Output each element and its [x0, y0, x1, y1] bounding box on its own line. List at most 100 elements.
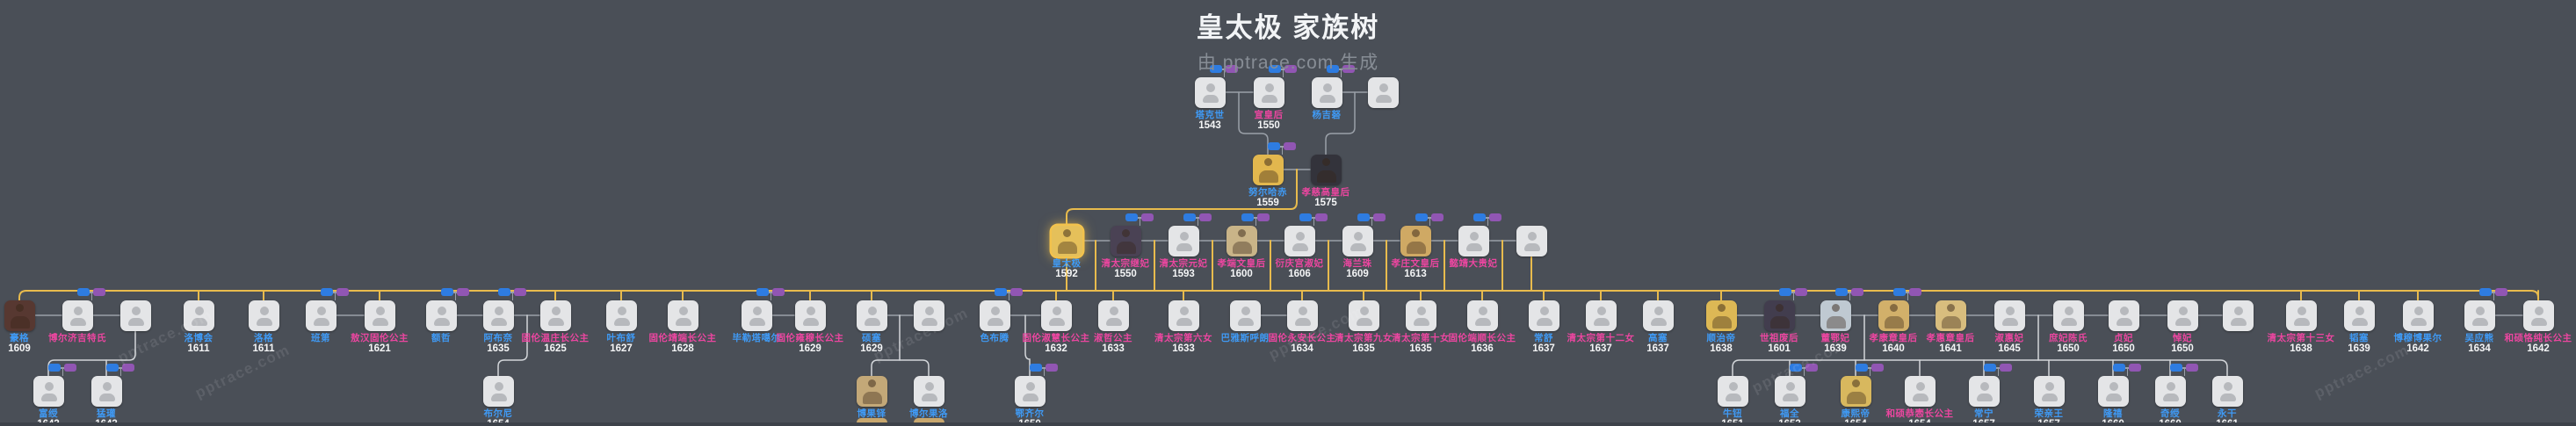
person-node[interactable] [1342, 226, 1373, 256]
expand-pill-blue-icon[interactable] [1030, 364, 1042, 372]
expand-pill-purple-icon[interactable] [93, 288, 105, 296]
expand-pill-blue-icon[interactable] [1299, 213, 1312, 221]
person-node[interactable] [1368, 77, 1399, 108]
expand-pill-blue-icon[interactable] [1893, 288, 1906, 296]
expand-pill-purple-icon[interactable] [1871, 364, 1884, 372]
expand-pill-blue-icon[interactable] [1856, 364, 1868, 372]
expand-pill-blue-icon[interactable] [106, 364, 119, 372]
person-node[interactable] [1529, 300, 1559, 331]
expand-pill-blue-icon[interactable] [1268, 142, 1280, 150]
expand-pill-purple-icon[interactable] [1257, 213, 1270, 221]
expand-pill-blue-icon[interactable] [1357, 213, 1370, 221]
person-node[interactable] [1458, 226, 1489, 256]
expand-pill-blue-icon[interactable] [1327, 65, 1339, 73]
expand-pill-purple-icon[interactable] [2495, 288, 2507, 296]
person-node[interactable] [1718, 376, 1748, 407]
expand-pill-purple-icon[interactable] [1431, 213, 1444, 221]
expand-pill-purple-icon[interactable] [1851, 288, 1863, 296]
expand-pill-purple-icon[interactable] [457, 288, 469, 296]
person-node[interactable] [62, 300, 93, 331]
person-node[interactable] [1226, 226, 1257, 256]
expand-pill-blue-icon[interactable] [48, 364, 61, 372]
person-node[interactable] [914, 300, 944, 331]
person-node[interactable] [1516, 226, 1547, 256]
person-node[interactable] [33, 376, 64, 407]
expand-pill-purple-icon[interactable] [64, 364, 76, 372]
expand-pill-purple-icon[interactable] [772, 288, 785, 296]
person-node[interactable] [365, 300, 395, 331]
person-node[interactable] [2155, 376, 2186, 407]
expand-pill-blue-icon[interactable] [1125, 213, 1138, 221]
person-node[interactable] [1841, 376, 1871, 407]
person-node[interactable] [1706, 300, 1737, 331]
expand-pill-purple-icon[interactable] [1805, 364, 1818, 372]
person-node[interactable] [2223, 300, 2254, 331]
expand-pill-purple-icon[interactable] [1342, 65, 1355, 73]
expand-pill-purple-icon[interactable] [1284, 65, 1297, 73]
person-node[interactable] [2098, 376, 2129, 407]
person-node[interactable] [1969, 376, 2000, 407]
person-node[interactable] [540, 300, 571, 331]
expand-pill-blue-icon[interactable] [756, 288, 769, 296]
person-node[interactable] [1111, 226, 1141, 256]
expand-pill-purple-icon[interactable] [1046, 364, 1058, 372]
expand-pill-purple-icon[interactable] [2129, 364, 2141, 372]
person-node[interactable] [742, 300, 772, 331]
person-node[interactable] [483, 300, 514, 331]
expand-pill-blue-icon[interactable] [1415, 213, 1428, 221]
person-node[interactable] [1775, 376, 1805, 407]
expand-pill-purple-icon[interactable] [1226, 65, 1238, 73]
person-node[interactable] [1905, 376, 1936, 407]
person-node[interactable] [1284, 226, 1315, 256]
person-node[interactable] [120, 300, 151, 331]
person-node[interactable] [1230, 300, 1261, 331]
person-node[interactable] [668, 300, 698, 331]
person-node[interactable] [606, 300, 637, 331]
person-node[interactable] [2053, 300, 2084, 331]
person-node[interactable] [1349, 300, 1379, 331]
person-node[interactable] [1052, 226, 1082, 256]
person-node[interactable] [857, 376, 887, 407]
person-node[interactable] [426, 300, 457, 331]
person-node[interactable] [980, 300, 1010, 331]
person-node[interactable] [1098, 300, 1129, 331]
expand-pill-purple-icon[interactable] [1795, 288, 1807, 296]
person-node[interactable] [1820, 300, 1851, 331]
expand-pill-purple-icon[interactable] [122, 364, 134, 372]
expand-pill-blue-icon[interactable] [441, 288, 453, 296]
person-node[interactable] [184, 300, 214, 331]
person-node[interactable] [2167, 300, 2198, 331]
expand-pill-blue-icon[interactable] [1835, 288, 1848, 296]
expand-pill-blue-icon[interactable] [1210, 65, 1222, 73]
person-node[interactable] [2344, 300, 2375, 331]
expand-pill-purple-icon[interactable] [1284, 142, 1296, 150]
person-node[interactable] [2109, 300, 2139, 331]
expand-pill-blue-icon[interactable] [995, 288, 1007, 296]
person-node[interactable] [1253, 155, 1284, 185]
person-node[interactable] [2523, 300, 2554, 331]
expand-pill-purple-icon[interactable] [514, 288, 526, 296]
person-node[interactable] [306, 300, 336, 331]
person-node[interactable] [1041, 300, 1072, 331]
expand-pill-blue-icon[interactable] [2479, 288, 2492, 296]
person-node[interactable] [2464, 300, 2495, 331]
expand-pill-purple-icon[interactable] [1199, 213, 1212, 221]
person-node[interactable] [795, 300, 826, 331]
expand-pill-blue-icon[interactable] [1241, 213, 1254, 221]
person-node[interactable] [91, 376, 122, 407]
person-node[interactable] [1195, 77, 1226, 108]
person-node[interactable] [1406, 300, 1436, 331]
person-node[interactable] [1169, 226, 1199, 256]
person-node[interactable] [1994, 300, 2025, 331]
person-node[interactable] [1287, 300, 1318, 331]
person-node[interactable] [1586, 300, 1617, 331]
expand-pill-blue-icon[interactable] [77, 288, 90, 296]
person-node[interactable] [1764, 300, 1795, 331]
person-node[interactable] [483, 376, 514, 407]
person-node[interactable] [1936, 300, 1966, 331]
expand-pill-purple-icon[interactable] [1373, 213, 1386, 221]
person-node[interactable] [2286, 300, 2317, 331]
expand-pill-purple-icon[interactable] [2186, 364, 2198, 372]
expand-pill-blue-icon[interactable] [321, 288, 333, 296]
expand-pill-purple-icon[interactable] [2000, 364, 2012, 372]
